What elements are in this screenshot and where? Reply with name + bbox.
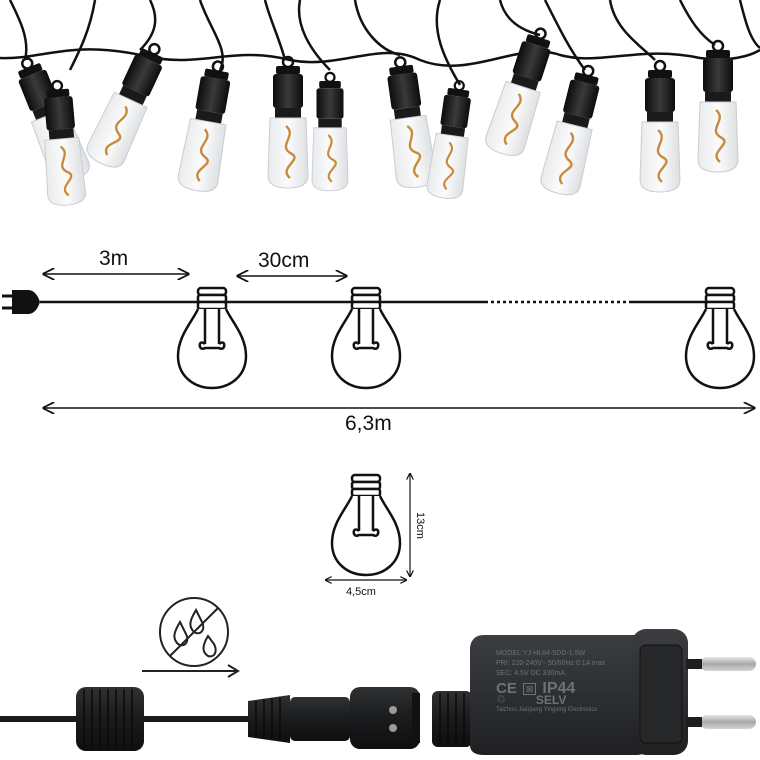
male-connector	[248, 687, 420, 749]
manufacturer: Taizhou Jiaojiang Yingxing Electronics	[496, 707, 598, 713]
plug-icon	[2, 290, 40, 314]
selv-mark: SELV	[535, 693, 567, 707]
product-photo	[0, 0, 760, 220]
bulb-string-photo	[0, 0, 760, 208]
prong-top	[700, 657, 756, 671]
bulb-width-label: 4,5cm	[346, 586, 376, 598]
adapter-model: MODEL:YJ-HL84-5DD-1.5W	[496, 650, 586, 657]
adapter-socket	[432, 691, 472, 747]
spacing-drawing	[2, 230, 760, 450]
adapter-output: SEC: 4.5V DC 330mA	[496, 670, 565, 677]
cable-lines	[0, 0, 760, 86]
arrow-right-icon	[142, 664, 240, 678]
ce-mark: CE	[496, 680, 517, 697]
connector-drawing	[0, 597, 756, 755]
safety-mark: ⊠	[522, 683, 537, 695]
prong-bottom	[700, 715, 756, 729]
adapter-label: MODEL:YJ-HL84-5DD-1.5W PRI: 220-240V~ 50…	[496, 649, 628, 715]
bulb-height-label: 13cm	[414, 512, 426, 539]
lead-length-label: 3m	[99, 247, 129, 270]
spacing-diagram: 3m 30cm 6,3m	[0, 230, 760, 450]
bulb-icon	[330, 473, 402, 577]
power-adapter-section: MODEL:YJ-HL84-5DD-1.5W PRI: 220-240V~ 50…	[0, 595, 760, 760]
ip-rating: IP44	[542, 680, 576, 697]
no-water-icon	[159, 597, 229, 667]
bulb-spacing-label: 30cm	[258, 249, 310, 272]
screw-cap-connector	[76, 687, 144, 751]
bulb-size-diagram: 13cm 4,5cm	[0, 460, 760, 600]
recycle-icon: ♲	[496, 694, 506, 706]
power-adapter	[470, 629, 756, 755]
adapter-input: PRI: 220-240V~ 50/60Hz 0.1A max	[496, 660, 606, 667]
bulb-size-drawing	[0, 460, 760, 600]
total-length-label: 6,3m	[345, 412, 392, 435]
